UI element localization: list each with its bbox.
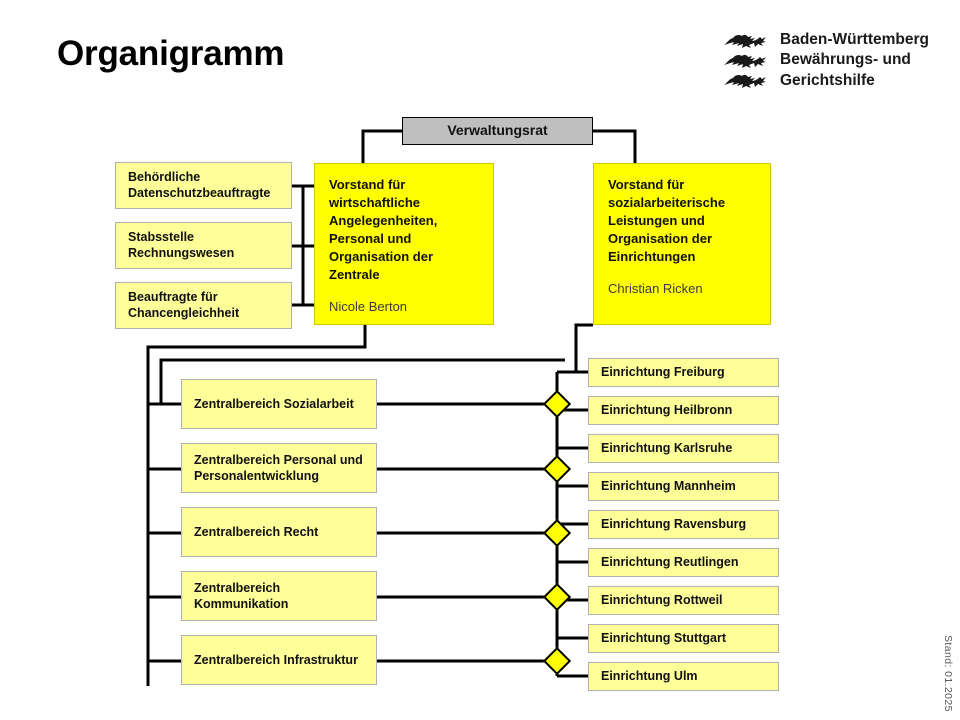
node-label: Zentralbereich Personal und Personalentw…: [194, 452, 363, 483]
node-label: Verwaltungsrat: [447, 122, 548, 139]
node-facility-rottweil[interactable]: Einrichtung Rottweil: [588, 586, 779, 615]
node-label: Zentralbereich Recht: [194, 524, 319, 539]
node-facility-reutlingen[interactable]: Einrichtung Reutlingen: [588, 548, 779, 577]
node-label: Einrichtung Karlsruhe: [601, 440, 733, 455]
logo-line-3: Gerichtshilfe: [780, 71, 875, 89]
logo-line-1: Baden-Württemberg: [780, 31, 929, 48]
node-label: Einrichtung Rottweil: [601, 592, 723, 607]
node-unit-personal[interactable]: Zentralbereich Personal und Personalentw…: [181, 443, 377, 493]
node-label: Zentralbereich Kommunikation: [194, 580, 289, 611]
matrix-junction-diamond: [542, 518, 572, 548]
matrix-junction-diamond: [542, 582, 572, 612]
node-label: Stabsstelle Rechnungswesen: [128, 230, 235, 260]
node-unit-recht[interactable]: Zentralbereich Recht: [181, 507, 377, 557]
node-label: Zentralbereich Infrastruktur: [194, 652, 358, 667]
node-unit-sozialarbeit[interactable]: Zentralbereich Sozialarbeit: [181, 379, 377, 429]
logo-line-2: Bewährungs- und: [780, 51, 911, 69]
node-board-economic[interactable]: Vorstand für wirtschaftliche Angelegenhe…: [314, 163, 494, 325]
node-board-social[interactable]: Vorstand für sozialarbeiterische Leistun…: [593, 163, 771, 325]
node-facility-karlsruhe[interactable]: Einrichtung Karlsruhe: [588, 434, 779, 463]
node-facility-ulm[interactable]: Einrichtung Ulm: [588, 662, 779, 691]
node-person: Nicole Berton: [329, 298, 408, 314]
node-title: Vorstand für sozialarbeiterische Leistun…: [608, 177, 726, 264]
three-lions-icon: [722, 30, 768, 90]
node-staff-rechnungswesen[interactable]: Stabsstelle Rechnungswesen: [115, 222, 292, 269]
node-facility-heilbronn[interactable]: Einrichtung Heilbronn: [588, 396, 779, 425]
node-label: Einrichtung Stuttgart: [601, 630, 726, 645]
node-unit-kommunikation[interactable]: Zentralbereich Kommunikation: [181, 571, 377, 621]
node-label: Zentralbereich Sozialarbeit: [194, 396, 354, 411]
node-staff-chancengleichheit[interactable]: Beauftragte für Chancengleichheit: [115, 282, 292, 329]
node-facility-freiburg[interactable]: Einrichtung Freiburg: [588, 358, 779, 387]
logo-text: Baden-Württemberg Bewährungs- und Gerich…: [780, 30, 929, 91]
node-label: Einrichtung Mannheim: [601, 478, 736, 493]
node-label: Einrichtung Ulm: [601, 668, 698, 683]
node-facility-ravensburg[interactable]: Einrichtung Ravensburg: [588, 510, 779, 539]
node-facility-mannheim[interactable]: Einrichtung Mannheim: [588, 472, 779, 501]
node-label: Beauftragte für Chancengleichheit: [128, 290, 240, 320]
node-facility-stuttgart[interactable]: Einrichtung Stuttgart: [588, 624, 779, 653]
node-label: Einrichtung Freiburg: [601, 364, 725, 379]
matrix-junction-diamond: [542, 646, 572, 676]
matrix-junction-diamond: [542, 389, 572, 419]
node-unit-infrastruktur[interactable]: Zentralbereich Infrastruktur: [181, 635, 377, 685]
node-label: Einrichtung Reutlingen: [601, 554, 739, 569]
organisation-logo: Baden-Württemberg Bewährungs- und Gerich…: [722, 30, 929, 91]
node-staff-datenschutz[interactable]: Behördliche Datenschutzbeauftragte: [115, 162, 292, 209]
node-title: Vorstand für wirtschaftliche Angelegenhe…: [329, 177, 438, 282]
node-label: Einrichtung Ravensburg: [601, 516, 747, 531]
status-date: Stand: 01.2025: [942, 635, 954, 712]
page-title: Organigramm: [57, 34, 285, 73]
node-person: Christian Ricken: [608, 280, 703, 296]
node-label: Einrichtung Heilbronn: [601, 402, 733, 417]
node-verwaltungsrat[interactable]: Verwaltungsrat: [402, 117, 593, 145]
matrix-junction-diamond: [542, 454, 572, 484]
node-label: Behördliche Datenschutzbeauftragte: [128, 170, 271, 200]
